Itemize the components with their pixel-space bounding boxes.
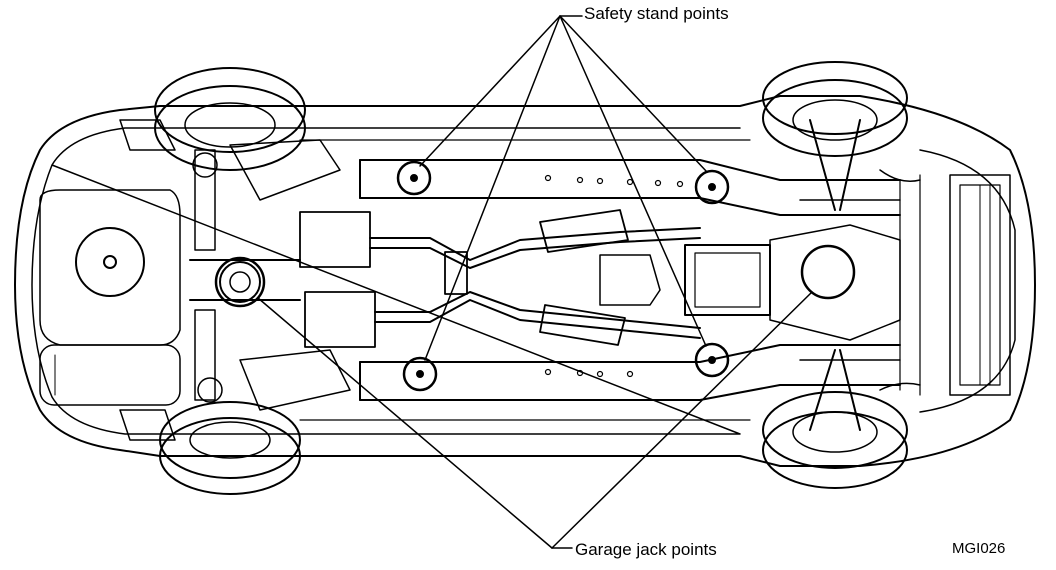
front-right-wheel	[762, 391, 908, 489]
exhaust-system	[369, 209, 701, 346]
safety-stand-point-rear-left	[396, 160, 432, 196]
garage-jack-points	[214, 244, 856, 308]
garage-jack-points-label: Garage jack points	[575, 540, 717, 559]
rear-axle	[119, 119, 351, 441]
transmission	[599, 224, 901, 341]
safety-stand-points	[396, 160, 730, 392]
safety-stand-point-front-left	[694, 169, 730, 205]
frame-rails	[299, 139, 901, 421]
garage-jack-point-front	[800, 244, 856, 300]
garage-jack-point-rear	[214, 256, 266, 308]
front-suspension	[799, 119, 921, 431]
safety-stand-leaders	[419, 15, 708, 361]
safety-stand-point-rear-right	[402, 356, 438, 392]
garage-jack-leaders	[257, 291, 813, 549]
front-left-wheel	[762, 61, 908, 157]
figure-id: MGI026	[952, 540, 1006, 557]
mufflers	[299, 211, 376, 348]
body-outline	[14, 95, 1036, 467]
rail-bolts	[544, 174, 684, 378]
rear-left-wheel	[154, 67, 306, 171]
rear-right-wheel	[159, 401, 301, 495]
fuel-tank	[39, 344, 181, 406]
safety-stand-point-front-right	[694, 342, 730, 378]
spare-tire	[39, 189, 181, 346]
safety-stand-points-label: Safety stand points	[584, 4, 729, 23]
